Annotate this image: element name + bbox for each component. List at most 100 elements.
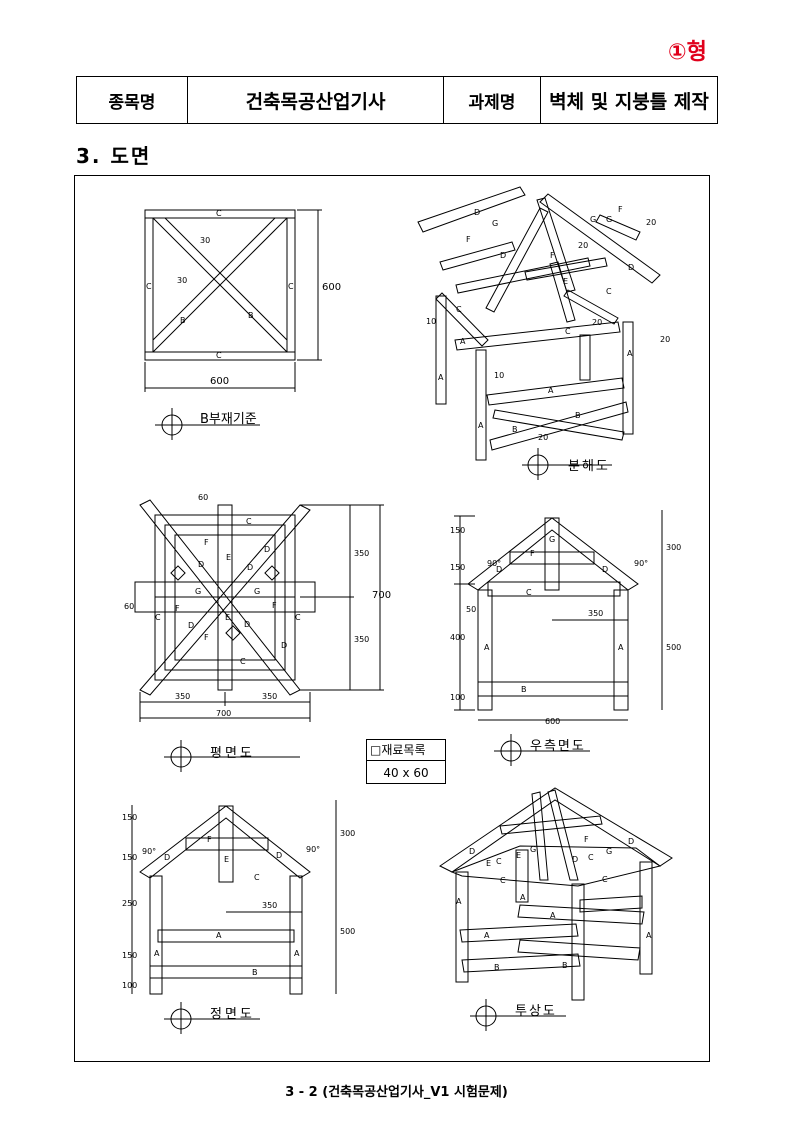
form-type-badge: ①형	[668, 40, 707, 65]
explode-view	[417, 186, 661, 480]
iso-label-c1: C	[496, 857, 502, 866]
iso-label-a3: A	[550, 911, 556, 920]
materials-title: □재료목록	[367, 740, 445, 761]
front-dim-150a: 150	[122, 813, 137, 822]
plan-dim-350-v1: 350	[354, 549, 369, 558]
plan-label-e-top: E	[226, 553, 231, 562]
right-label-c: C	[526, 588, 532, 597]
front-dim-100: 100	[122, 981, 137, 990]
explode-label-d2: D	[500, 251, 506, 260]
iso-view	[439, 787, 673, 1031]
materials-title-text: 재료목록	[381, 743, 426, 757]
iso-label-c3: C	[500, 876, 506, 885]
plan-label-g1: G	[195, 587, 201, 596]
plan-label-d2: D	[198, 560, 204, 569]
plan-label-c-bottom: C	[240, 657, 246, 666]
explode-label-f3: F	[618, 205, 623, 214]
right-dim-350: 350	[588, 609, 603, 618]
plan-label-g2: G	[254, 587, 260, 596]
plan-label-d3: D	[247, 563, 253, 572]
explode-label-c1: C	[606, 287, 612, 296]
explode-dim-20a: 20	[592, 318, 602, 327]
explode-dim-20c: 20	[538, 433, 548, 442]
plan-dim-350-v2: 350	[354, 635, 369, 644]
explode-label-g1: G	[492, 219, 498, 228]
front-dim-150c: 150	[122, 951, 137, 960]
front-label-a3: A	[294, 949, 300, 958]
plan-label-f-bottom: F	[204, 633, 209, 642]
header-value-task: 벽체 및 지붕틀 제작	[540, 76, 718, 124]
front-label-c: C	[254, 873, 260, 882]
plan-b-label-c-left: C	[146, 282, 152, 291]
plan-label-f-right: F	[272, 601, 277, 610]
front-dim-500: 500	[340, 927, 355, 936]
right-dim-90b: 90°	[634, 559, 648, 568]
iso-label-b1: B	[494, 963, 500, 972]
plan-label-c-top: C	[246, 517, 252, 526]
plan-dim-60-top: 60	[198, 493, 208, 502]
explode-label-a1: A	[460, 337, 466, 346]
plan-b-dim-30b: 30	[177, 276, 187, 285]
explode-label-a4: A	[548, 386, 554, 395]
drawing-frame	[74, 175, 710, 1062]
explode-label-a2: A	[438, 373, 444, 382]
right-dim-50: 50	[466, 605, 476, 614]
explode-label-a5: A	[478, 421, 484, 430]
front-view	[131, 800, 337, 1034]
explode-dim-10b: 10	[494, 371, 504, 380]
explode-label-f1: F	[466, 235, 471, 244]
plan-dim-700-h: 700	[216, 709, 231, 718]
iso-label-g1: G	[530, 845, 536, 854]
right-label-d1: D	[496, 565, 502, 574]
page-footer: 3 - 2 (건축목공산업기사_V1 시험문제)	[285, 1085, 508, 1100]
plan-b-label-b2: B	[248, 311, 254, 320]
plan-b-label-c-right: C	[288, 282, 294, 291]
explode-dim-20b: 20	[660, 335, 670, 344]
front-label-d1: D	[164, 853, 170, 862]
plan-b-label-c-top: C	[216, 209, 222, 218]
plan-b-dim-600-v: 600	[322, 282, 341, 293]
plan-label-c-left: C	[155, 613, 161, 622]
view-title-iso: 투상도	[515, 1004, 557, 1019]
materials-box: □재료목록 40 x 60	[366, 739, 446, 784]
view-title-front: 정면도	[210, 1007, 255, 1022]
right-dim-600: 600	[545, 717, 560, 726]
explode-label-f2: F	[550, 251, 555, 260]
plan-dim-700-v: 700	[372, 590, 391, 601]
right-dim-150a: 150	[450, 526, 465, 535]
plan-label-d6: D	[281, 641, 287, 650]
front-label-f: F	[207, 835, 212, 844]
right-label-f: F	[530, 549, 535, 558]
header-table: 종목명 건축목공산업기사 과제명 벽체 및 지붕틀 제작	[76, 76, 718, 124]
explode-label-a3: A	[627, 349, 633, 358]
plan-b-dim-30a: 30	[200, 236, 210, 245]
plan-b-label-c-bottom: C	[216, 351, 222, 360]
iso-label-a4: A	[484, 931, 490, 940]
explode-dim-20e: 20	[646, 218, 656, 227]
front-dim-90b: 90°	[306, 845, 320, 854]
explode-dim-10a: 10	[426, 317, 436, 326]
right-dim-150b: 150	[450, 563, 465, 572]
front-label-e: E	[224, 855, 229, 864]
iso-label-e1: E	[486, 859, 491, 868]
iso-label-a2: A	[520, 893, 526, 902]
right-label-a2: A	[618, 643, 624, 652]
right-view	[454, 510, 663, 766]
iso-label-g2: G	[606, 847, 612, 856]
explode-label-e: E	[563, 277, 568, 286]
front-dim-350: 350	[262, 901, 277, 910]
header-value-item: 건축목공산업기사	[187, 76, 444, 124]
checkbox-icon: □	[370, 743, 382, 757]
right-dim-100: 100	[450, 693, 465, 702]
plan-view	[134, 499, 384, 772]
right-label-d2: D	[602, 565, 608, 574]
front-label-a2: A	[154, 949, 160, 958]
plan-label-c-right: C	[295, 613, 301, 622]
explode-label-g3: G	[606, 215, 612, 224]
front-label-b: B	[252, 968, 258, 977]
right-dim-90a: 90°	[487, 559, 501, 568]
plan-b-view	[144, 209, 322, 440]
view-title-plan-b: B부재기준	[200, 412, 257, 427]
header-key-task: 과제명	[443, 76, 541, 124]
